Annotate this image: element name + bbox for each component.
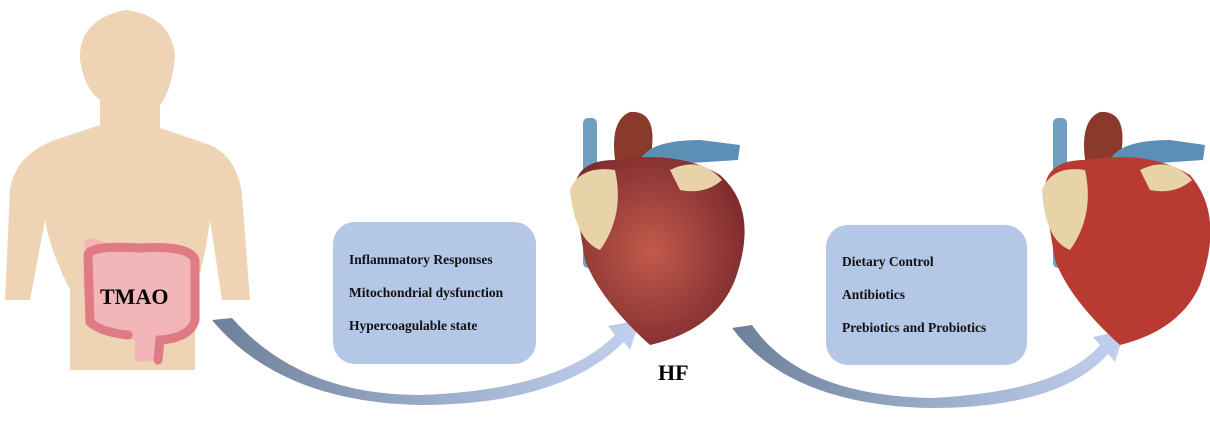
curved-arrow-2 xyxy=(732,325,1125,408)
heart-illustration-failing xyxy=(570,111,745,345)
human-body-illustration xyxy=(5,10,250,370)
heart-illustration-healthy xyxy=(1042,111,1210,345)
hf-label: HF xyxy=(658,360,689,385)
tmao-label: TMAO xyxy=(100,284,169,309)
mechanism-item: Mitochondrial dysfunction xyxy=(349,285,504,300)
curved-arrow-1 xyxy=(212,318,640,405)
treatment-item: Dietary Control xyxy=(842,254,934,269)
treatment-item: Antibiotics xyxy=(842,287,906,302)
mechanism-item: Hypercoagulable state xyxy=(349,318,478,333)
treatments-box: Dietary Control Antibiotics Prebiotics a… xyxy=(826,225,1027,365)
mechanism-item: Inflammatory Responses xyxy=(349,252,493,267)
mechanisms-box: Inflammatory Responses Mitochondrial dys… xyxy=(333,222,536,364)
treatment-item: Prebiotics and Probiotics xyxy=(842,320,987,335)
